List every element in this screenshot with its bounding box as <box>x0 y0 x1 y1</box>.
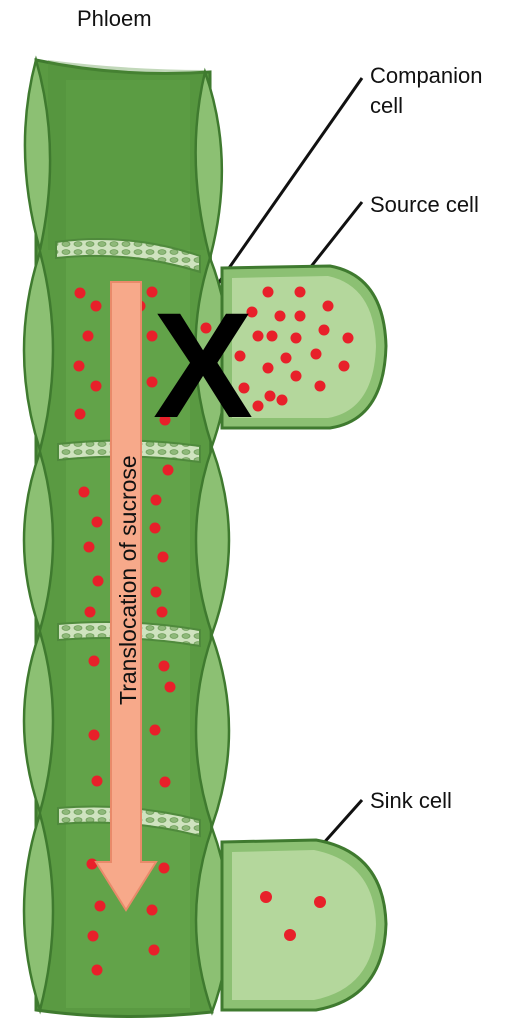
x-mark: X <box>153 281 253 449</box>
sink-cell-label: Sink cell <box>370 788 452 813</box>
companion-cell-leader <box>208 78 362 298</box>
sink-cell <box>222 840 386 1010</box>
source-cell-label: Source cell <box>370 192 479 217</box>
translocation-label: Translocation of sucrose <box>115 455 141 705</box>
companion-cell-label-line2: cell <box>370 93 403 118</box>
phloem-title: Phloem <box>77 6 152 31</box>
companion-cell-label-line1: Companion <box>370 63 483 88</box>
